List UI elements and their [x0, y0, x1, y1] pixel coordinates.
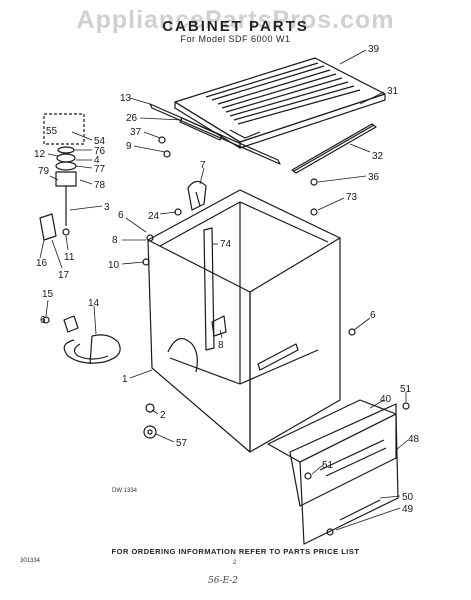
callout-32: 32 — [372, 151, 384, 162]
control-parts-cluster — [39, 113, 85, 241]
left-code: 301334 — [20, 558, 41, 564]
callout-74: 74 — [220, 239, 232, 250]
callout-15: 15 — [42, 289, 54, 300]
callout-50: 50 — [402, 492, 414, 503]
callout-7: 7 — [200, 160, 206, 171]
trim-strip — [291, 123, 377, 174]
callout-labels: 39 31 13 26 37 9 32 55 54 76 12 4 77 79 … — [34, 44, 420, 515]
callout-51-lower: 51 — [322, 460, 334, 471]
callout-13: 13 — [120, 93, 132, 104]
callout-26: 26 — [126, 113, 138, 124]
callout-31: 31 — [387, 86, 399, 97]
callout-4: 4 — [94, 155, 100, 166]
page-number: 2 — [233, 560, 237, 566]
callout-40: 40 — [380, 394, 392, 405]
diagram-title: CABINET PARTS — [162, 18, 309, 35]
handwritten-signature: 56-E-2 — [208, 576, 238, 586]
callout-77: 77 — [94, 164, 106, 175]
callout-39: 39 — [368, 44, 380, 55]
callout-9: 9 — [126, 141, 132, 152]
callout-16: 16 — [36, 258, 48, 269]
cabinet-box — [147, 189, 341, 453]
callout-10: 10 — [108, 260, 120, 271]
ordering-notice: FOR ORDERING INFORMATION REFER TO PARTS … — [111, 547, 360, 556]
callout-51-upper: 51 — [400, 384, 412, 395]
callout-8-upper: 8 — [112, 235, 118, 246]
callout-12: 12 — [34, 149, 46, 160]
callout-17: 17 — [58, 270, 70, 281]
callout-3: 3 — [104, 202, 110, 213]
callout-76: 76 — [94, 146, 106, 157]
leader-lines — [39, 49, 409, 531]
callout-57: 57 — [176, 438, 188, 449]
callout-1: 1 — [122, 374, 128, 385]
callout-6-upper: 6 — [118, 210, 124, 221]
callout-11: 11 — [64, 252, 75, 263]
callout-79: 79 — [38, 166, 50, 177]
callout-78: 78 — [94, 180, 106, 191]
callout-36: 36 — [368, 172, 380, 183]
diagram-subtitle: For Model SDF 6000 W1 — [180, 34, 291, 44]
callout-6-right: 6 — [370, 310, 376, 321]
callout-24: 24 — [148, 211, 160, 222]
callout-48: 48 — [408, 434, 420, 445]
power-cord — [63, 315, 121, 365]
callout-2: 2 — [160, 410, 166, 421]
callout-55: 55 — [46, 126, 58, 137]
top-panel — [174, 57, 386, 149]
toe-panel-assembly — [267, 399, 399, 545]
side-strip — [149, 103, 281, 165]
callout-6-lower-left: 6 — [40, 315, 46, 326]
callout-54: 54 — [94, 136, 106, 147]
bracket-7 — [187, 180, 207, 211]
callout-73: 73 — [346, 192, 358, 203]
callout-14: 14 — [88, 298, 100, 309]
callout-49: 49 — [402, 504, 414, 515]
callout-37: 37 — [130, 127, 142, 138]
drawing-code: DW 1334 — [112, 488, 138, 494]
callout-8-lower: 8 — [218, 340, 224, 351]
